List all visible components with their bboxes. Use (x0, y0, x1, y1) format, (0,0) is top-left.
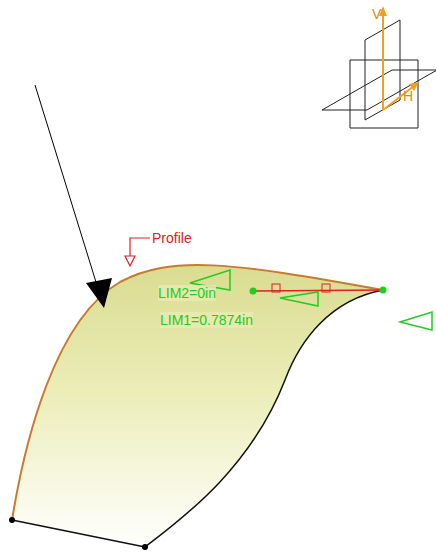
axis-label: H (403, 88, 413, 104)
axis-system (322, 6, 436, 128)
limit-dimension: LIM2=0in (158, 285, 216, 301)
swept-surface (12, 265, 383, 547)
callout-label: Profile (152, 230, 192, 246)
profile-curve (12, 265, 383, 520)
limit-dimension: LIM1=0.7874in (160, 312, 253, 328)
axis-label: V (372, 6, 381, 22)
